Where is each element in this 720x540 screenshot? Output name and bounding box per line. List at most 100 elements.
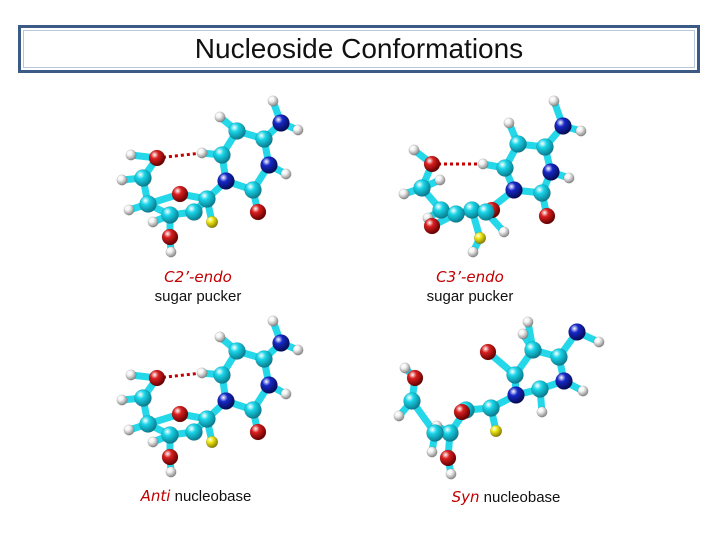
- anti-term: Anti: [140, 487, 171, 505]
- hydrogen-atom: [267, 315, 279, 327]
- carbon-atom: [213, 146, 231, 164]
- carbon-atom: [413, 179, 431, 197]
- nitrogen-atom: [217, 172, 235, 190]
- hydrogen-atom: [434, 174, 446, 186]
- syn-text: nucleobase: [479, 489, 561, 506]
- c2-endo-term: C2’-endo: [164, 268, 232, 286]
- hydrogen-atom: [593, 336, 605, 348]
- carbon-atom: [509, 135, 527, 153]
- oxygen-atom: [148, 149, 166, 167]
- oxygen-atom: [249, 203, 267, 221]
- c3-endo-term: C3’-endo: [436, 268, 504, 286]
- carbon-atom: [161, 426, 179, 444]
- carbon-atom: [441, 424, 459, 442]
- carbon-atom: [139, 195, 157, 213]
- carbon-atom: [496, 159, 514, 177]
- carbon-atom: [432, 201, 450, 219]
- carbon-atom: [213, 366, 231, 384]
- anti-text: nucleobase: [170, 488, 252, 505]
- anti-molecule-drawing: [116, 315, 304, 478]
- hydrogen-atom: [548, 95, 560, 107]
- hydrogen-atom: [393, 410, 405, 422]
- carbon-atom: [531, 380, 549, 398]
- hydrogen-atom: [147, 216, 159, 228]
- marker-hydrogen-atom: [205, 435, 219, 449]
- marker-hydrogen-atom: [489, 424, 503, 438]
- hydrogen-atom: [577, 385, 589, 397]
- carbon-atom: [426, 424, 444, 442]
- anti-molecule: [108, 312, 348, 482]
- carbon-atom: [506, 366, 524, 384]
- oxygen-atom: [148, 369, 166, 387]
- carbon-atom: [185, 203, 203, 221]
- carbon-atom: [185, 423, 203, 441]
- carbon-atom: [244, 401, 262, 419]
- c3-endo-caption: C3’-endo sugar pucker: [415, 268, 525, 306]
- syn-molecule-drawing: [393, 316, 605, 480]
- title-box: Nucleoside Conformations: [18, 25, 700, 73]
- hydrogen-atom: [267, 95, 279, 107]
- nitrogen-atom: [507, 386, 525, 404]
- hydrogen-atom: [147, 436, 159, 448]
- carbon-atom: [228, 122, 246, 140]
- carbon-atom: [550, 348, 568, 366]
- marker-hydrogen-atom: [205, 215, 219, 229]
- nitrogen-atom: [554, 117, 572, 135]
- c3-endo-text: sugar pucker: [426, 288, 514, 305]
- carbon-atom: [403, 392, 421, 410]
- oxygen-atom: [171, 405, 189, 423]
- hydrogen-atom: [125, 369, 137, 381]
- hydrogen-atom: [408, 144, 420, 156]
- syn-caption: Syn nucleobase: [436, 488, 576, 507]
- hydrogen-atom: [445, 468, 457, 480]
- oxygen-atom: [249, 423, 267, 441]
- oxygen-atom: [406, 369, 424, 387]
- carbon-atom: [244, 181, 262, 199]
- carbon-atom: [228, 342, 246, 360]
- hydrogen-atom: [123, 204, 135, 216]
- hydrogen-atom: [399, 362, 411, 374]
- carbon-atom: [134, 389, 152, 407]
- hydrogen-atom: [292, 344, 304, 356]
- oxygen-atom: [423, 217, 441, 235]
- hydrogen-atom: [398, 188, 410, 200]
- carbon-atom: [255, 130, 273, 148]
- oxygen-atom: [538, 207, 556, 225]
- syn-term: Syn: [451, 488, 480, 506]
- hydrogen-atom: [280, 388, 292, 400]
- carbon-atom: [139, 415, 157, 433]
- marker-hydrogen-atom: [473, 231, 487, 245]
- hydrogen-atom: [196, 367, 208, 379]
- oxygen-atom: [161, 228, 179, 246]
- hydrogen-atom: [165, 466, 177, 478]
- c2-endo-text: sugar pucker: [154, 288, 242, 305]
- nitrogen-atom: [542, 163, 560, 181]
- oxygen-atom: [479, 343, 497, 361]
- hydrogen-atom: [214, 331, 226, 343]
- carbon-atom: [482, 399, 500, 417]
- carbon-atom: [161, 206, 179, 224]
- nitrogen-atom: [272, 334, 290, 352]
- carbon-atom: [198, 190, 216, 208]
- hydrogen-atom: [467, 246, 479, 258]
- anti-caption: Anti nucleobase: [126, 487, 266, 506]
- carbon-atom: [533, 184, 551, 202]
- hydrogen-atom: [280, 168, 292, 180]
- hydrogen-atom: [503, 117, 515, 129]
- nitrogen-atom: [260, 376, 278, 394]
- hydrogen-atom: [575, 125, 587, 137]
- hydrogen-atom: [165, 246, 177, 258]
- nitrogen-atom: [555, 372, 573, 390]
- oxygen-atom: [161, 448, 179, 466]
- c2-endo-caption: C2’-endo sugar pucker: [143, 268, 253, 306]
- hydrogen-atom: [536, 406, 548, 418]
- hydrogen-atom: [214, 111, 226, 123]
- hydrogen-atom: [123, 424, 135, 436]
- carbon-atom: [198, 410, 216, 428]
- oxygen-atom: [171, 185, 189, 203]
- hydrogen-atom: [125, 149, 137, 161]
- carbon-atom: [524, 341, 542, 359]
- c3-endo-molecule: [388, 92, 628, 262]
- carbon-atom: [134, 169, 152, 187]
- carbon-atom: [536, 138, 554, 156]
